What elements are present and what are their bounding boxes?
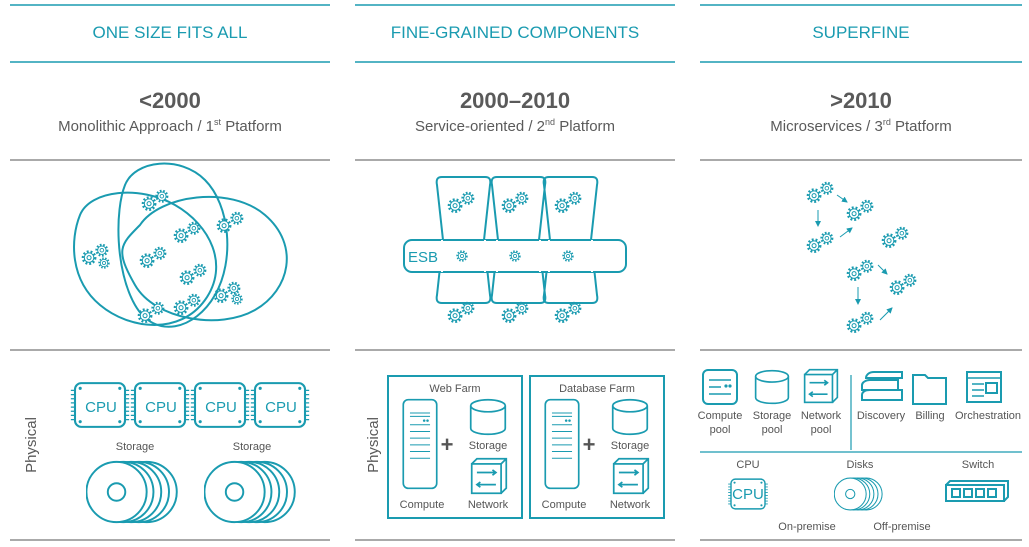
- gear-icon: [218, 213, 242, 232]
- esb-label: ESB: [408, 249, 438, 266]
- era-subtitle: Monolithic Approach / 1st Ptatform: [58, 117, 282, 135]
- storage-label: Storage: [116, 441, 155, 453]
- gear-icon: [175, 223, 199, 242]
- pool-label: Network: [801, 410, 842, 422]
- server-icon: [402, 398, 438, 490]
- service-label: Billing: [915, 410, 944, 422]
- era-label: >2010: [830, 88, 892, 113]
- microservices-diagram: [808, 183, 915, 332]
- disks-label: Disks: [847, 459, 874, 471]
- storage-pool-icon: [754, 369, 790, 405]
- plus-icon: +: [583, 432, 596, 457]
- era-label: <2000: [139, 88, 201, 113]
- era-subtitle: Service-oriented / 2nd Platform: [415, 117, 615, 135]
- column-heading: ONE SIZE FITS ALL: [93, 23, 248, 42]
- pool-label: pool: [762, 424, 783, 436]
- gear-icon: [98, 257, 110, 269]
- gear-icon: [848, 201, 872, 220]
- gear-icon: [231, 293, 243, 305]
- cpu-label: CPU: [85, 399, 117, 416]
- cpu-label: CPU: [736, 459, 759, 471]
- column-heading: FINE-GRAINED COMPONENTS: [391, 23, 639, 42]
- cpu-label: CPU: [205, 399, 237, 416]
- storage-label: Storage: [469, 440, 508, 452]
- network-pool-icon: [803, 368, 839, 404]
- service-label: Orchestration: [955, 410, 1021, 422]
- disks-icon: [204, 460, 296, 524]
- farm-title: Web Farm: [429, 383, 480, 395]
- billing-folder-icon: [912, 374, 947, 405]
- monolith-physical: CPU CPU CPU CPU Storage Storage: [69, 382, 311, 524]
- era-label: 2000–2010: [460, 88, 570, 113]
- gear-icon: [556, 303, 580, 322]
- gear-icon: [503, 193, 527, 212]
- cpu-label: CPU: [145, 399, 177, 416]
- storage-label: Storage: [611, 440, 650, 452]
- column-heading: SUPERFINE: [812, 23, 909, 42]
- switch-label: Switch: [962, 459, 994, 471]
- gear-icon: [449, 303, 473, 322]
- farm-title: Database Farm: [559, 383, 635, 395]
- pool-label: pool: [710, 424, 731, 436]
- off-premise-label: Off-premise: [873, 521, 930, 533]
- gear-icon: [556, 193, 580, 212]
- orchestration-window-icon: [966, 371, 1002, 403]
- column-service-oriented: FINE-GRAINED COMPONENTS 2000–2010 Servic…: [355, 4, 675, 541]
- network-label: Network: [610, 499, 651, 511]
- discovery-books-icon: [861, 371, 903, 401]
- network-icon: [612, 457, 650, 495]
- cpu-chip-label: CPU: [732, 486, 764, 503]
- physical-label: Physical: [23, 417, 40, 473]
- gear-icon: [808, 233, 832, 252]
- compute-label: Compute: [542, 499, 587, 511]
- disks-icon: [834, 477, 883, 511]
- storage-icon: [469, 398, 507, 436]
- era-subtitle: Microservices / 3rd Ptatform: [770, 117, 951, 135]
- soa-diagram: ESB: [403, 176, 627, 322]
- pool-label: Compute: [698, 410, 743, 422]
- column-microservices: SUPERFINE >2010 Microservices / 3rd Ptat…: [700, 4, 1022, 541]
- gear-icon: [181, 265, 205, 284]
- physical-label: Physical: [365, 417, 382, 473]
- storage-label: Storage: [233, 441, 272, 453]
- switch-icon: [945, 480, 1009, 502]
- gear-icon: [848, 261, 872, 280]
- gear-icon: [449, 193, 473, 212]
- micro-physical: Compute pool Storage pool Network pool D…: [698, 368, 1022, 533]
- disks-icon: [86, 460, 178, 524]
- plus-icon: +: [441, 432, 454, 457]
- network-label: Network: [468, 499, 509, 511]
- network-icon: [470, 457, 508, 495]
- gear-icon: [139, 303, 163, 322]
- cpu-label: CPU: [265, 399, 297, 416]
- storage-icon: [611, 398, 649, 436]
- service-label: Discovery: [857, 410, 906, 422]
- gear-icon: [891, 275, 915, 294]
- pool-label: pool: [811, 424, 832, 436]
- web-farm: Web Farm + Storage Compute Network: [387, 375, 523, 519]
- compute-label: Compute: [400, 499, 445, 511]
- column-monolithic: ONE SIZE FITS ALL <2000 Monolithic Appro…: [10, 4, 330, 541]
- gear-icon: [808, 183, 832, 202]
- gear-icon: [141, 248, 165, 267]
- gear-icon: [503, 303, 527, 322]
- on-premise-label: On-premise: [778, 521, 835, 533]
- gear-icon: [883, 228, 907, 247]
- pool-label: Storage: [753, 410, 792, 422]
- database-farm: Database Farm + Storage Compute Network: [529, 375, 665, 519]
- monolith-diagram: [73, 162, 288, 328]
- server-icon: [544, 398, 580, 490]
- gear-icon: [848, 313, 872, 332]
